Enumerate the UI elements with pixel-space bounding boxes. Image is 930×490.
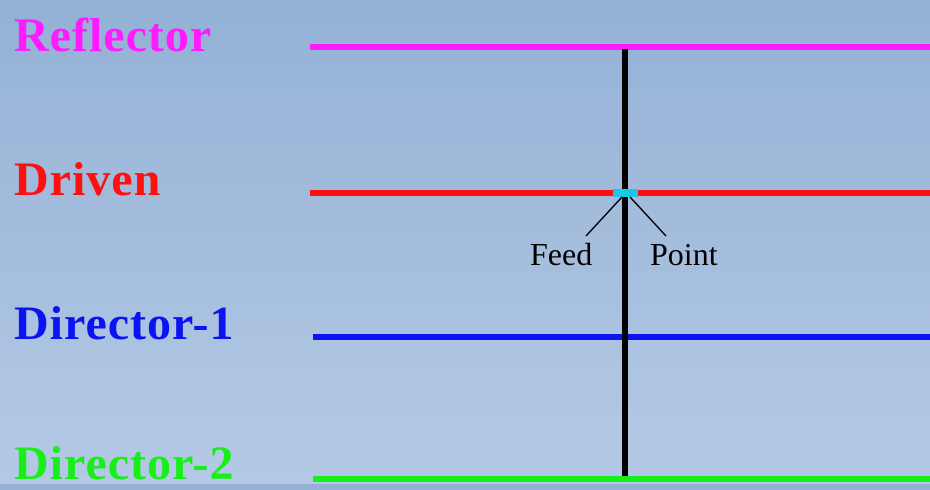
- reflector-label: Reflector: [14, 9, 213, 62]
- feed-pointer-left: [585, 196, 623, 237]
- feed-pointer-right: [629, 196, 667, 237]
- driven-label: Driven: [14, 153, 162, 206]
- point-label: Point: [650, 236, 718, 272]
- feed-label: Feed: [530, 236, 593, 272]
- director-1-label: Director-1: [14, 297, 235, 350]
- director-2-label: Director-2: [14, 437, 235, 490]
- feed-point-marker: [613, 189, 638, 197]
